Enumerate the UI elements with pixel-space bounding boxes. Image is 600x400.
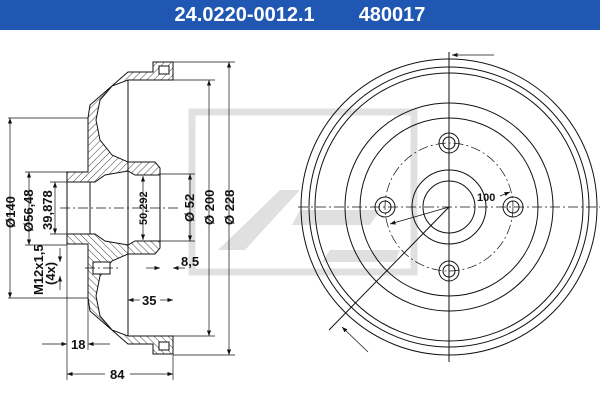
dim-d52: Ø 52 [182, 194, 197, 222]
section-upper [66, 61, 174, 183]
dimension-labels: Ø140 Ø56,48 39,878 M12x1,5 (4x) 50,292 Ø… [3, 189, 495, 382]
dim-thread: M12x1,5 [31, 244, 46, 295]
ate-number: 480017 [358, 3, 426, 26]
drum-section-view [60, 61, 180, 355]
dim-d228: Ø 228 [222, 190, 237, 225]
bolt-holes [374, 132, 524, 282]
dimension-lines [7, 61, 235, 380]
dim-w85: 8,5 [181, 254, 199, 269]
dim-w18: 18 [71, 337, 85, 352]
drum-front-view [298, 52, 600, 362]
dim-pcd: 100 [477, 192, 495, 204]
dim-thread-count: (4x) [43, 262, 58, 285]
dim-d50: 50,292 [138, 191, 150, 225]
dim-d56: Ø56,48 [21, 189, 36, 232]
part-number: 24.0220-0012.1 [174, 3, 315, 26]
dim-d200: Ø 200 [202, 190, 217, 225]
title-bar: 24.0220-0012.1 480017 [0, 0, 600, 30]
dim-d39: 39,878 [40, 190, 55, 230]
dim-w84: 84 [110, 367, 125, 382]
dim-d140: Ø140 [3, 196, 18, 228]
dim-w35: 35 [142, 293, 156, 308]
section-lower [66, 233, 174, 355]
